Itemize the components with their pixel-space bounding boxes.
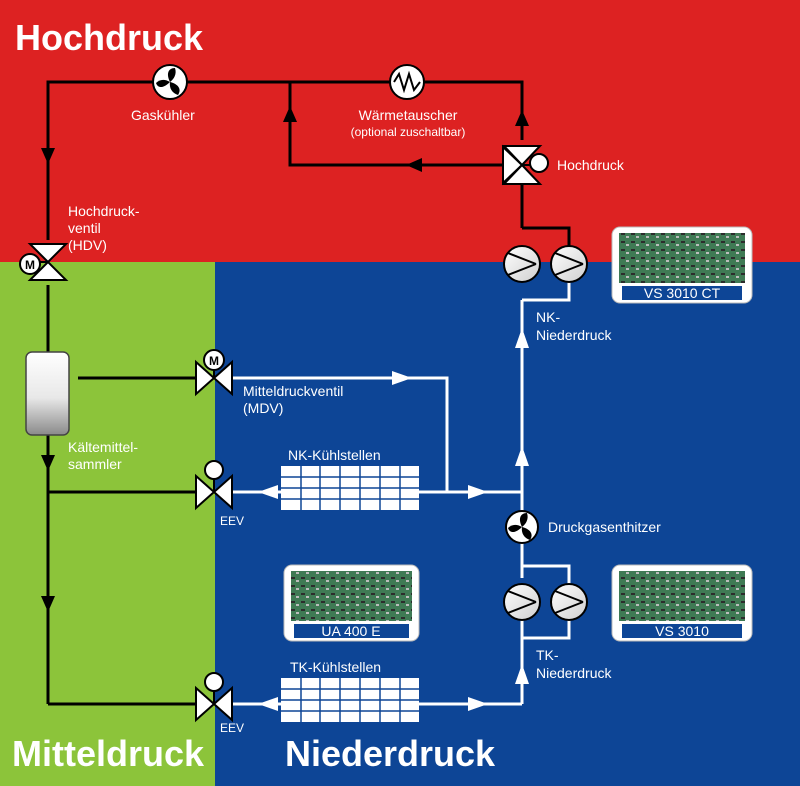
arrow-up-nk-suction-1 (515, 328, 529, 348)
eev-nk-label: EEV (220, 514, 244, 528)
arrow-up-nk-suction-2 (515, 446, 529, 466)
arrow-right-mdv (392, 371, 412, 385)
mid-pressure-valve-icon (195, 359, 233, 397)
nk-evaporator-grid (281, 466, 419, 510)
receiver-label-line2: sammler (68, 456, 122, 472)
arrow-down-tk (41, 596, 55, 612)
controller-card-vs3010: VS 3010 (611, 564, 753, 642)
arrow-right-nk (468, 485, 488, 499)
high-pressure-title: Hochdruck (15, 17, 204, 58)
receiver-vessel (25, 351, 70, 436)
compressor-icon (550, 245, 588, 283)
tk-evaporator-grid (281, 678, 419, 722)
hdv-label-line2: ventil (68, 220, 101, 236)
controller-card-ua400e: UA 400 E (283, 564, 420, 642)
tk-cooling-label: TK-Kühlstellen (290, 659, 381, 675)
desuperheater-fan-icon (505, 510, 539, 544)
arrow-left-tk (258, 697, 278, 711)
expansion-valve-tk-icon (195, 672, 233, 723)
mid-pressure-region (0, 262, 215, 786)
heat-exchanger-label: Wärmetauscher (359, 107, 458, 123)
controller-label-ua400e: UA 400 E (321, 623, 380, 639)
arrow-left-bypass (406, 158, 422, 172)
motor-icon: M (203, 349, 225, 371)
gas-cooler-label: Gaskühler (131, 107, 195, 123)
nk-cooling-label: NK-Kühlstellen (288, 447, 381, 463)
low-pressure-title: Niederdruck (285, 733, 496, 774)
high-pressure-label: Hochdruck (557, 157, 625, 173)
arrow-up-valve (515, 110, 529, 126)
desuperheater-label: Druckgasenthitzer (548, 519, 661, 535)
compressor-icon (503, 583, 541, 621)
arrow-left-nk (258, 485, 278, 499)
nk-low-label-line2: Niederdruck (536, 327, 612, 343)
three-way-valve-icon (501, 144, 549, 186)
hdv-label-line3: (HDV) (68, 237, 107, 253)
arrow-up-tk-suction (515, 664, 529, 684)
heat-exchanger-note: (optional zuschaltbar) (351, 125, 466, 139)
arrow-right-tk (468, 697, 488, 711)
compressor-icon (503, 245, 541, 283)
controller-label-vs3010ct: VS 3010 CT (644, 285, 721, 301)
fan-icon (152, 64, 188, 100)
controller-card-vs3010ct: VS 3010 CT (611, 226, 753, 304)
arrow-down-receiver (41, 455, 55, 471)
arrow-up-bypass (283, 106, 297, 122)
high-pressure-region (0, 0, 800, 262)
heat-exchanger-icon (389, 64, 425, 100)
arrow-down-hdv (41, 148, 55, 164)
black-pipes (36, 80, 571, 706)
motor-icon: M (19, 253, 41, 275)
hdv-motor-label: M (25, 258, 35, 272)
high-pressure-valve-icon (27, 243, 69, 281)
tk-low-label-line1: TK- (536, 647, 559, 663)
eev-tk-label: EEV (220, 721, 244, 735)
controller-label-vs3010: VS 3010 (655, 623, 709, 639)
receiver-label-line1: Kältemittel- (68, 439, 138, 455)
mdv-label-line1: Mitteldruckventil (243, 383, 343, 399)
nk-low-label-line1: NK- (536, 309, 560, 325)
mdv-motor-label: M (209, 354, 219, 368)
tk-low-label-line2: Niederdruck (536, 665, 612, 681)
mid-pressure-title: Mitteldruck (12, 733, 205, 774)
hdv-label-line1: Hochdruck- (68, 203, 140, 219)
compressor-icon (550, 583, 588, 621)
mdv-label-line2: (MDV) (243, 400, 283, 416)
expansion-valve-nk-icon (195, 460, 233, 511)
